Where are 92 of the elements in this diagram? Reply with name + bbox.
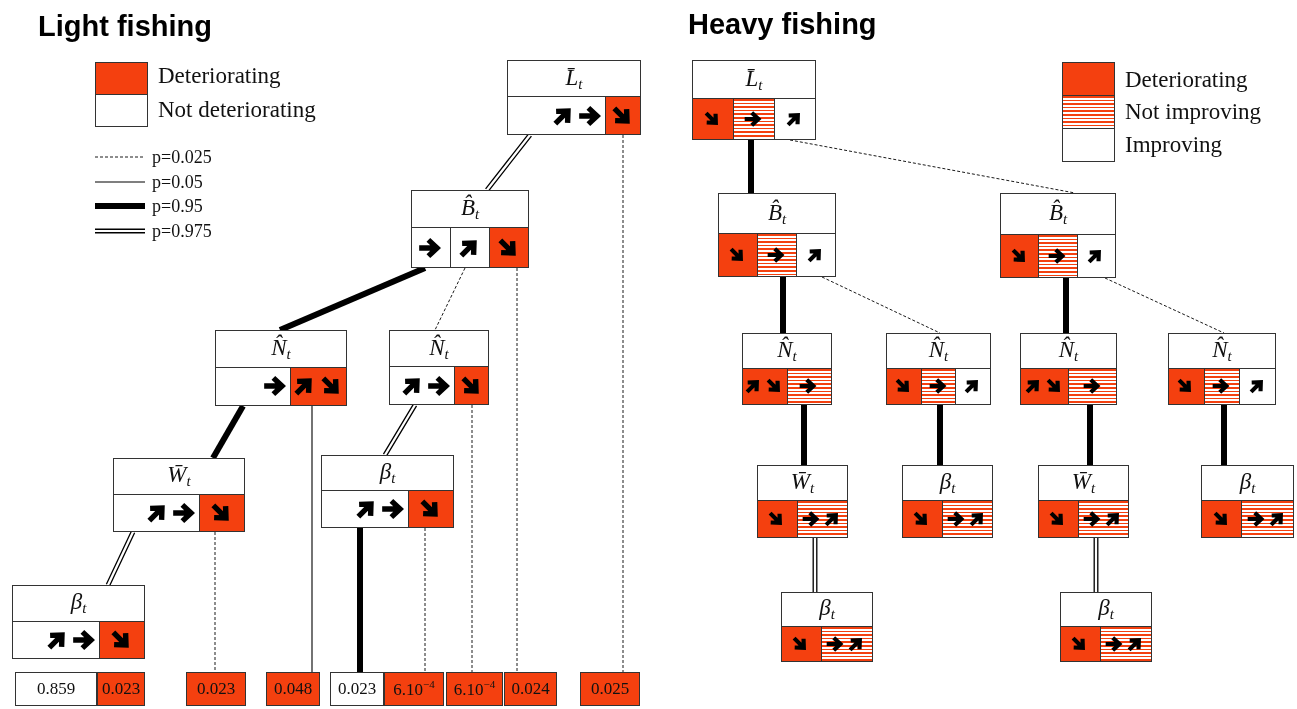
probability-value: 0.859 [36,679,76,699]
legend-label: Deteriorating [1125,68,1248,91]
probability-box [97,672,145,706]
tree-node-box [692,60,816,140]
tree-node-box [1020,333,1117,405]
variable-label: N̂$_{t}$ [1058,337,1079,364]
probability-value: 0.024 [511,679,550,699]
probability-box [580,672,640,706]
variable-label: B̂$_{t}$ [1048,200,1068,227]
connector-line [484,133,533,192]
connector-line [622,134,624,673]
variable-label: N̂$_{t}$ [1212,337,1232,364]
tree-node-box [902,465,993,538]
legend-label: p=0.95 [152,197,203,215]
variable-label: N̂$_{t}$ [271,335,291,362]
probability-box [266,672,320,706]
tree-node-box [389,330,489,405]
variable-label: N̂$_{t}$ [777,337,797,364]
probability-box [15,672,97,706]
tree-node-box [411,190,529,268]
variable-label: L̄$_{t}$ [745,66,763,93]
probability-value: 6.10$^{−4}$ [393,678,435,700]
tree-node-box [215,330,347,406]
connector-line [748,140,754,193]
connector-line [1063,278,1069,333]
connector-line [1221,405,1227,465]
probability-value: 0.048 [273,679,313,699]
probability-value: 0.023 [196,679,236,699]
variable-label: β$_{t}$ [1098,596,1114,623]
probability-box [186,672,246,706]
tree-node-box [757,465,848,538]
probability-box [330,672,384,706]
tree-node-box [781,592,873,662]
probability-box [384,672,444,706]
panel-title: Light fishing [38,10,212,43]
connector-line [812,537,818,593]
connector-line [210,404,246,460]
connector-line [937,405,943,465]
legend-label: Improving [1125,133,1223,156]
legend-label: p=0.025 [152,148,212,166]
connector-line [801,405,807,465]
connector-line [424,527,426,673]
connector-line [214,531,216,673]
variable-label: N̂$_{t}$ [429,335,449,362]
variable-label: β$_{t}$ [819,596,835,623]
connector-line [311,405,313,673]
panel-title: Heavy fishing [688,8,877,41]
tree-node-box [1000,193,1116,278]
tree-node-box [718,193,836,277]
variable-label: B̂$_{t}$ [460,196,480,223]
variable-label: W̄$_{t}$ [167,463,191,490]
legend-label: Not improving [1125,100,1262,123]
tree-node-box [12,585,145,659]
connector-line [1087,405,1093,465]
tree-node-box [507,60,641,135]
connector-line [357,528,363,672]
legend-label: p=0.975 [152,222,212,240]
tree-node-box [1038,465,1129,538]
connector-line [471,404,473,673]
tree-node-box [886,333,991,405]
probability-value: 6.10$^{−4}$ [453,678,496,700]
connector-line [516,267,518,673]
tree-node-box [1201,465,1294,538]
connector-line [434,267,466,331]
variable-label: W̄$_{t}$ [790,470,815,497]
variable-label: β$_{t}$ [70,590,87,617]
variable-label: β$_{t}$ [379,460,396,487]
variable-label: β$_{t}$ [939,470,956,497]
connector-line [105,530,136,587]
tree-node-box [113,458,245,532]
connector-line [382,403,418,457]
legend-label: p=0.05 [152,173,203,191]
variable-label: B̂$_{t}$ [767,200,787,227]
variable-label: W̄$_{t}$ [1071,470,1096,497]
connector-line [1104,277,1225,334]
connector-line [780,277,786,333]
tree-node-box [1168,333,1276,405]
tree-node-box [321,455,454,528]
variable-label: L̄$_{t}$ [565,65,583,92]
variable-label: N̂$_{t}$ [928,337,949,364]
probability-value: 0.023 [101,679,141,699]
probability-box [504,672,557,706]
variable-label: β$_{t}$ [1239,470,1256,497]
probability-box [446,672,503,706]
legend-label: Deteriorating [158,64,281,87]
connector-line [1093,537,1099,593]
probability-value: 0.023 [337,679,377,699]
connector-line [821,276,941,334]
legend-label: Not deteriorating [158,98,316,121]
tree-node-box [742,333,832,405]
tree-node-box [1060,592,1152,662]
probability-value: 0.025 [590,679,630,699]
